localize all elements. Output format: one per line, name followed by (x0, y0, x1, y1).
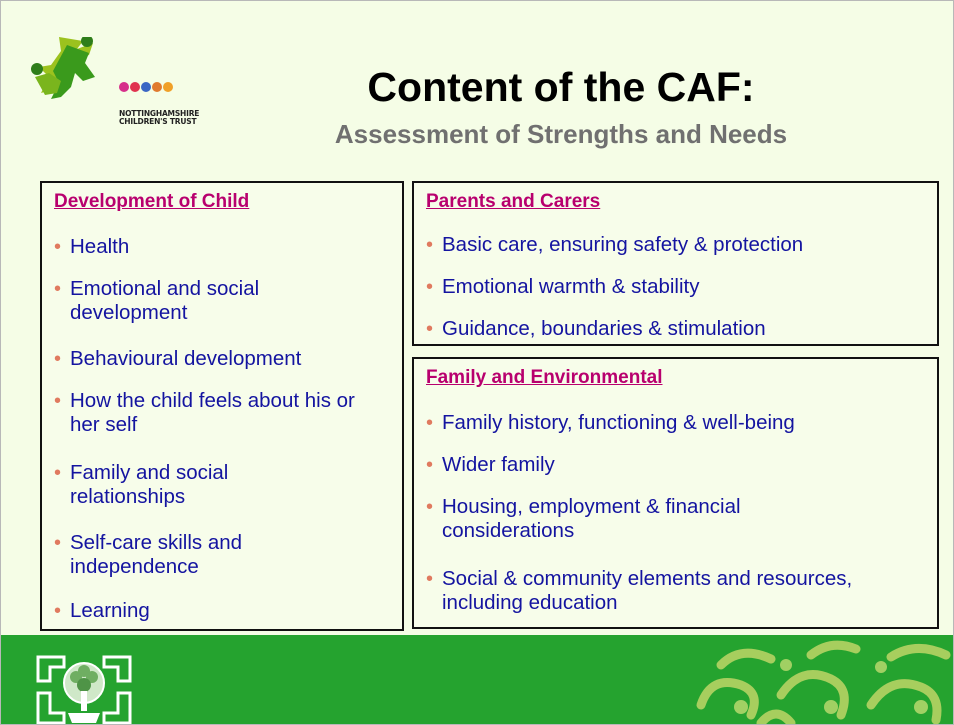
decorative-pattern-icon (696, 640, 951, 724)
logo-line-2: CHILDREN'S TRUST (119, 117, 197, 126)
list-item: • Emotional and social development (54, 277, 344, 325)
bullet-icon: • (54, 390, 62, 412)
item-text: Learning (70, 599, 150, 622)
list-item: • Family history, functioning & well-bein… (426, 411, 931, 435)
running-children-icon (31, 37, 173, 99)
item-text: Emotional and social development (70, 277, 260, 324)
childrens-trust-logo: NOTTINGHAMSHIRE CHILDREN'S TRUST (31, 37, 201, 127)
bullet-icon: • (54, 236, 62, 258)
item-text: Wider family (442, 453, 555, 476)
bullet-icon: • (426, 318, 434, 340)
council-crest-icon (36, 655, 132, 724)
list-item: • Self-care skills and independence (54, 531, 314, 579)
bullet-icon: • (426, 496, 434, 518)
item-text: How the child feels about his or her sel… (70, 389, 355, 436)
bullet-icon: • (54, 462, 62, 484)
item-text: Health (70, 235, 130, 258)
bullet-icon: • (54, 278, 62, 300)
bullet-icon: • (426, 454, 434, 476)
list-item: • Learning (54, 599, 394, 623)
parents-heading: Parents and Carers (426, 191, 601, 212)
item-text: Basic care, ensuring safety & protection (442, 233, 804, 256)
bullet-icon: • (426, 412, 434, 434)
bullet-icon: • (54, 600, 62, 622)
page-title: Content of the CAF: (367, 64, 755, 110)
list-item: • Social & community elements and resourc… (426, 567, 866, 615)
bullet-icon: • (426, 276, 434, 298)
logo-text: NOTTINGHAMSHIRE CHILDREN'S TRUST (119, 110, 209, 126)
development-heading: Development of Child (54, 191, 250, 212)
item-text: Family history, functioning & well-being (442, 411, 795, 434)
list-item: • How the child feels about his or her se… (54, 389, 384, 437)
item-text: Emotional warmth & stability (442, 275, 700, 298)
development-of-child-box: Development of Child • Health • Emotional … (40, 181, 404, 631)
bullet-icon: • (54, 348, 62, 370)
item-text: Guidance, boundaries & stimulation (442, 317, 766, 340)
item-text: Social & community elements and resource… (442, 567, 853, 614)
logo-line-1: NOTTINGHAMSHIRE (119, 109, 200, 118)
bullet-icon: • (426, 234, 434, 256)
item-text: Housing, employment & financial consider… (442, 495, 741, 542)
list-item: • Basic care, ensuring safety & protectio… (426, 233, 931, 257)
bullet-icon: • (426, 568, 434, 590)
family-and-environmental-box: Family and Environmental • Family history… (412, 357, 939, 629)
list-item: • Wider family (426, 453, 931, 477)
list-item: • Guidance, boundaries & stimulation (426, 317, 931, 341)
family-heading: Family and Environmental (426, 367, 663, 388)
bullet-icon: • (54, 532, 62, 554)
list-item: • Health (54, 235, 394, 259)
item-text: Self-care skills and independence (70, 531, 243, 578)
item-text: Behavioural development (70, 347, 302, 370)
list-item: • Behavioural development (54, 347, 394, 371)
list-item: • Family and social relationships (54, 461, 314, 509)
parents-and-carers-box: Parents and Carers • Basic care, ensuring… (412, 181, 939, 346)
list-item: • Housing, employment & financial conside… (426, 495, 866, 543)
page-subtitle: Assessment of Strengths and Needs (334, 119, 788, 149)
item-text: Family and social relationships (70, 461, 229, 508)
list-item: • Emotional warmth & stability (426, 275, 931, 299)
